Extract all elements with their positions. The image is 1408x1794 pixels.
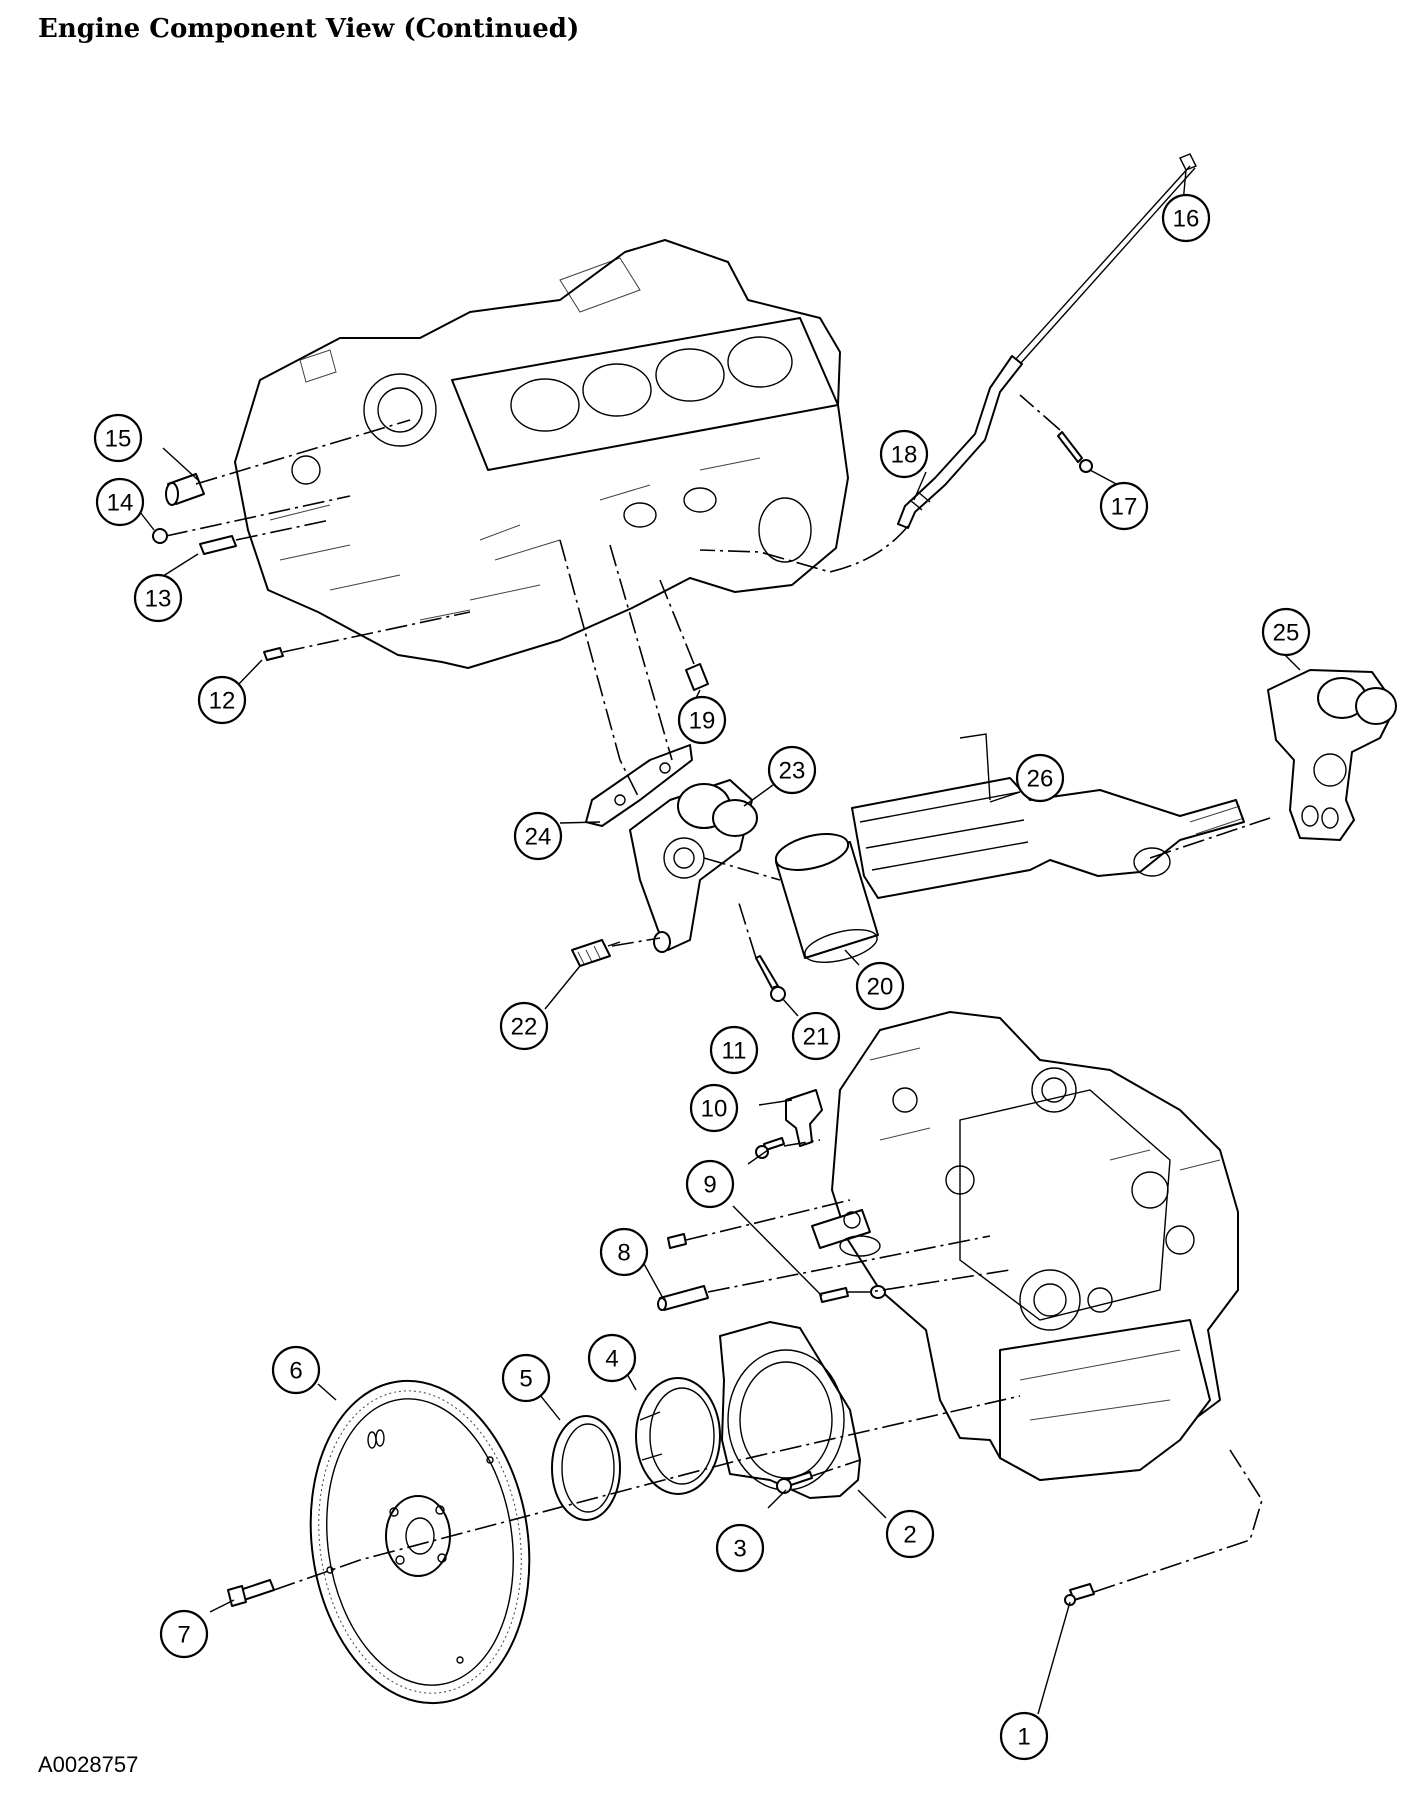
rear-seal-retainer — [719, 1321, 861, 1499]
retainer-bolt — [776, 1471, 813, 1494]
sensor-bolt — [755, 1137, 785, 1159]
flexplate-bolt — [227, 1579, 275, 1607]
callout-label: 18 — [891, 442, 918, 469]
callout-5: 5 — [501, 1353, 551, 1403]
callout-label: 22 — [511, 1014, 538, 1041]
page-title: Engine Component View (Continued) — [38, 14, 580, 44]
assembly-leader-lines — [165, 394, 1271, 1593]
crankshaft-position-sensor — [785, 1089, 823, 1147]
callout-label: 21 — [803, 1024, 830, 1051]
adapter-bolt — [755, 955, 786, 1002]
callout-label: 10 — [701, 1096, 728, 1123]
callout-label: 19 — [689, 708, 716, 735]
callout-label: 2 — [903, 1522, 916, 1549]
callout-1: 1 — [999, 1711, 1049, 1761]
oil-pan-bolt — [1064, 1583, 1095, 1606]
callout-25: 25 — [1261, 607, 1311, 657]
plug-9a — [870, 1285, 886, 1299]
rear-main-seal-5 — [551, 1415, 621, 1521]
callout-label: 24 — [525, 824, 552, 851]
dipstick-tube — [897, 355, 1023, 529]
oil-level-dipstick — [1014, 153, 1197, 365]
callout-label: 17 — [1111, 494, 1138, 521]
callout-26: 26 — [1015, 753, 1065, 803]
lower-engine-block — [811, 1011, 1239, 1481]
callout-6: 6 — [271, 1345, 321, 1395]
callout-label: 20 — [867, 974, 894, 1001]
flexplate — [309, 1379, 531, 1705]
callout-21: 21 — [791, 1011, 841, 1061]
callout-23: 23 — [767, 745, 817, 795]
figure-id: A0028757 — [38, 1752, 139, 1777]
dowel-9 — [819, 1287, 849, 1303]
callout-10: 10 — [689, 1083, 739, 1133]
callout-17: 17 — [1099, 481, 1149, 531]
callout-18: 18 — [879, 429, 929, 479]
callout-7: 7 — [159, 1609, 209, 1659]
oil-pressure-sender — [571, 939, 621, 967]
callout-9: 9 — [685, 1159, 735, 1209]
plug-14 — [152, 528, 168, 544]
callout-label: 4 — [605, 1346, 618, 1373]
callout-2: 2 — [885, 1509, 935, 1559]
plug-15 — [165, 473, 205, 506]
dipstick-tube-bolt — [1057, 431, 1093, 473]
oil-filter-adapter — [629, 779, 758, 953]
dowel-13 — [199, 535, 237, 555]
callout-label: 25 — [1273, 620, 1300, 647]
callout-label: 5 — [519, 1366, 532, 1393]
callout-22: 22 — [499, 1001, 549, 1051]
callout-leader-lines — [139, 169, 1301, 1715]
callout-label: 15 — [105, 426, 132, 453]
callout-label: 14 — [107, 490, 134, 517]
callout-label: 16 — [1173, 206, 1200, 233]
callout-label: 3 — [733, 1536, 746, 1563]
dowel-8 — [657, 1285, 709, 1311]
callout-label: 23 — [779, 758, 806, 785]
callout-label: 7 — [177, 1622, 190, 1649]
rear-main-seal-4 — [635, 1377, 721, 1495]
callout-label: 6 — [289, 1358, 302, 1385]
callout-3: 3 — [715, 1523, 765, 1573]
callout-15: 15 — [93, 413, 143, 463]
callout-19: 19 — [677, 695, 727, 745]
callout-14: 14 — [95, 477, 145, 527]
callout-16: 16 — [1161, 193, 1211, 243]
callout-label: 1 — [1017, 1724, 1030, 1751]
callout-label: 13 — [145, 586, 172, 613]
plug-19 — [685, 663, 709, 691]
callout-4: 4 — [587, 1333, 637, 1383]
callout-label: 8 — [617, 1240, 630, 1267]
callout-24: 24 — [513, 811, 563, 861]
callout-12: 12 — [197, 675, 247, 725]
callout-11: 11 — [709, 1025, 759, 1075]
callout-8: 8 — [599, 1227, 649, 1277]
plug-8a — [667, 1233, 687, 1249]
callout-label: 12 — [209, 688, 236, 715]
dowel-12 — [263, 647, 284, 661]
upper-engine-block — [234, 239, 849, 669]
oil-cooler-adapter — [1267, 669, 1397, 841]
callout-20: 20 — [855, 961, 905, 1011]
callout-13: 13 — [133, 573, 183, 623]
callout-label: 9 — [703, 1172, 716, 1199]
oil-filter — [774, 833, 879, 963]
callout-label: 26 — [1027, 766, 1054, 793]
callout-label: 11 — [722, 1038, 747, 1065]
